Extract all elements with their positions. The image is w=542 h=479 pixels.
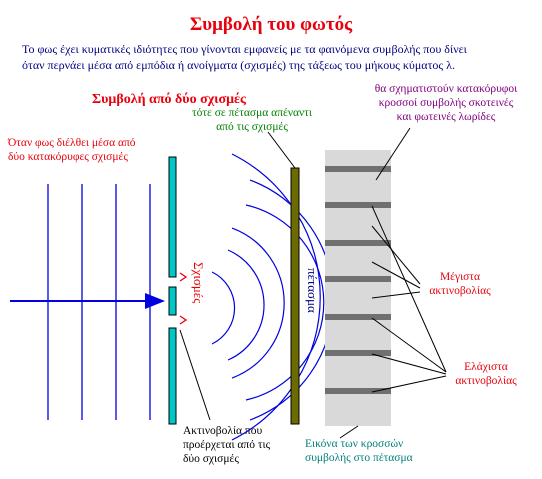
intro-line-2: όταν περνάει μέσα από εμπόδια ή ανοίγματ… bbox=[22, 58, 455, 72]
leader-line bbox=[267, 131, 296, 169]
leader-line bbox=[179, 329, 211, 421]
fringe-pattern bbox=[325, 150, 391, 426]
maxima-label: Μέγιστα ακτινοβολίας bbox=[429, 271, 491, 297]
screen-then-label: τότε σε πέτασμα απέναντι από τις σχισμές bbox=[192, 107, 312, 133]
barrier-top bbox=[168, 156, 177, 278]
dark-fringe bbox=[325, 314, 391, 320]
leader-line bbox=[371, 353, 447, 375]
dark-fringes bbox=[325, 166, 391, 394]
fringe-image-label: Εικόνα των κροσσών συμβολής στο πέτασμα bbox=[305, 438, 413, 464]
double-slit-barrier bbox=[168, 156, 177, 425]
leader-line bbox=[371, 205, 447, 373]
barrier-bottom bbox=[168, 327, 177, 425]
intro-line-1: Το φως έχει κυματικές ιδιότητες που γίνο… bbox=[22, 42, 467, 56]
dark-fringe bbox=[325, 240, 391, 246]
barrier-middle bbox=[168, 286, 177, 316]
slit-markers bbox=[179, 272, 188, 325]
leader-line bbox=[371, 225, 421, 285]
screen bbox=[290, 167, 300, 425]
wavefront-arc bbox=[211, 271, 236, 345]
leader-line bbox=[371, 261, 421, 289]
leader-line bbox=[371, 317, 447, 373]
leader-line bbox=[371, 375, 447, 393]
leader-line bbox=[371, 291, 421, 299]
incoming-light-label: Όταν φως διέλθει μέσα από δύο κατακόρυφε… bbox=[8, 137, 136, 163]
wavefront-arc bbox=[245, 204, 325, 401]
leader-line bbox=[339, 425, 359, 439]
wavefront-arc bbox=[231, 153, 321, 441]
fringes-form-label: θα σχηματιστούν κατακόρυφοι κροσσοί συμβ… bbox=[374, 83, 518, 123]
slits-label: Σχισμές bbox=[191, 262, 206, 304]
minima-label: Ελάχιστα ακτινοβολίας bbox=[455, 361, 517, 387]
radiation-label: Ακτινοβολία που προέρχεται από τις δύο σ… bbox=[183, 425, 271, 465]
diagram-subtitle: Συμβολή από δύο σχισμές bbox=[92, 92, 246, 107]
leader-line bbox=[375, 127, 411, 181]
dark-fringe bbox=[325, 202, 391, 208]
screen-label: πέτασμα bbox=[305, 268, 320, 313]
dark-fringe bbox=[325, 276, 391, 282]
dark-fringe bbox=[325, 350, 391, 356]
dark-fringe bbox=[325, 388, 391, 394]
wavefront-arc bbox=[231, 227, 285, 379]
page-title: Συμβολή του φωτός bbox=[189, 14, 353, 35]
leader-lines bbox=[179, 127, 447, 439]
dark-fringe bbox=[325, 166, 391, 172]
wavefront-arc bbox=[227, 249, 265, 361]
fringe-background bbox=[325, 150, 391, 426]
